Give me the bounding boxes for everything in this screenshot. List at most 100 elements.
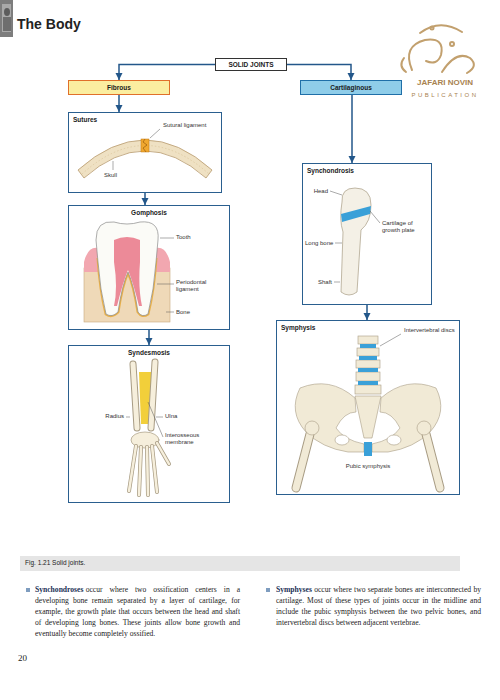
header-photo <box>4 8 10 16</box>
pelvis-drawing <box>387 435 401 445</box>
forearm-drawing <box>129 446 136 491</box>
leader-line <box>370 211 380 223</box>
bullet-paragraph: Symphysesoccur where two separate bones … <box>276 584 481 628</box>
joint-panel: Syndesmosis <box>68 345 230 503</box>
pelvis-drawing <box>356 360 380 368</box>
part-label: Pubic symphysis <box>343 463 393 470</box>
pelvis-drawing <box>356 372 380 381</box>
box-label: Fibrous <box>107 84 131 92</box>
leader-line <box>156 417 163 418</box>
leader-line <box>150 129 160 138</box>
bullet-marker <box>26 588 30 592</box>
panel-heading: Syndesmosis <box>69 349 229 357</box>
leader-line <box>157 284 174 285</box>
pelvis-drawing <box>426 434 440 488</box>
forearm-drawing <box>152 446 157 492</box>
publisher-logo <box>401 58 406 72</box>
forearm-drawing <box>151 362 155 428</box>
part-label: Long bone <box>305 240 337 247</box>
leader-line <box>166 312 174 313</box>
header-photo <box>2 4 11 32</box>
long-bone-drawing <box>341 188 371 295</box>
term-lead: Symphyses <box>276 585 312 594</box>
forearm-drawing <box>157 443 169 464</box>
part-label: Tooth <box>176 234 218 241</box>
pelvis-drawing <box>305 421 319 435</box>
pelvis-drawing <box>358 368 378 372</box>
connector-arrow <box>144 193 146 205</box>
pelvis-drawing <box>426 434 440 488</box>
bullet-marker <box>266 588 270 592</box>
pelvis-drawing <box>417 421 431 435</box>
leader-line <box>335 243 342 244</box>
part-label: Shaft <box>306 279 332 286</box>
connector-arrow <box>287 65 351 81</box>
pelvis-drawing <box>355 385 381 394</box>
bullet-paragraph: Synchondrosesoccur where two ossificatio… <box>35 584 240 639</box>
publisher-logo <box>409 40 442 70</box>
header-photo <box>3 17 11 31</box>
skull-suture-drawing <box>78 140 212 178</box>
publisher-logo <box>442 56 474 73</box>
pelvis-drawing <box>295 336 441 488</box>
tooth-drawing <box>114 237 142 306</box>
tooth-drawing <box>84 222 170 322</box>
skull-suture-drawing <box>78 139 212 178</box>
category-box: Fibrous <box>68 80 170 95</box>
forearm-drawing <box>152 446 157 492</box>
caption-bar <box>20 556 460 571</box>
leader-line <box>380 334 401 346</box>
pelvis-drawing <box>296 434 310 488</box>
skull-suture-drawing <box>141 139 149 152</box>
leader-line <box>126 417 130 418</box>
part-label: Radius <box>88 413 124 420</box>
part-label: Sutural ligament <box>163 122 218 129</box>
forearm-drawing <box>129 443 169 495</box>
page-header-title: The Body <box>17 16 81 32</box>
long-bone-drawing <box>341 188 371 295</box>
long-bone-drawing <box>341 206 371 222</box>
panel-heading: Sutures <box>73 116 97 124</box>
root-box: SOLID JOINTS <box>215 58 287 71</box>
leader-line <box>160 238 174 239</box>
panel-heading: Gomphosis <box>69 209 229 217</box>
leader-line <box>113 161 114 170</box>
forearm-drawing <box>157 443 169 464</box>
leader-line <box>334 282 340 283</box>
pelvis-drawing <box>335 435 349 445</box>
pelvis-drawing <box>359 356 377 360</box>
leader-line <box>148 402 163 437</box>
publisher-logo <box>420 25 462 33</box>
figure-caption: Fig. 1.21 Solid joints. <box>25 559 85 566</box>
category-box: Cartilaginous <box>300 80 402 95</box>
pelvis-drawing <box>358 381 378 385</box>
caption-bar <box>20 556 460 571</box>
part-label: Bone <box>176 309 218 316</box>
part-label: Intervertebral discs <box>404 327 456 334</box>
leader-line <box>330 191 342 195</box>
header-photo <box>0 0 13 37</box>
part-label: Head <box>306 188 328 195</box>
connector-arrow <box>119 65 215 81</box>
forearm-drawing <box>139 447 141 495</box>
part-label: Cartilage of growth plate <box>382 220 428 234</box>
watermark-text: PUBLICATION <box>398 92 492 99</box>
publisher-logo <box>450 42 454 46</box>
forearm-drawing <box>129 443 169 495</box>
forearm-drawing <box>133 364 137 428</box>
forearm-drawing <box>147 447 148 495</box>
term-lead: Synchondroses <box>35 585 83 594</box>
pelvis-drawing <box>357 348 379 356</box>
forearm-drawing <box>129 446 136 491</box>
forearm-drawing <box>133 364 137 428</box>
leader-line <box>157 238 174 312</box>
forearm-drawing <box>151 362 155 428</box>
header-photo <box>0 0 13 37</box>
connector-arrow <box>351 95 353 163</box>
pelvis-drawing <box>358 344 378 385</box>
forearm-drawing <box>139 447 141 495</box>
pelvis-drawing <box>364 442 372 456</box>
pelvis-drawing <box>360 344 376 348</box>
leader-line <box>113 129 160 170</box>
